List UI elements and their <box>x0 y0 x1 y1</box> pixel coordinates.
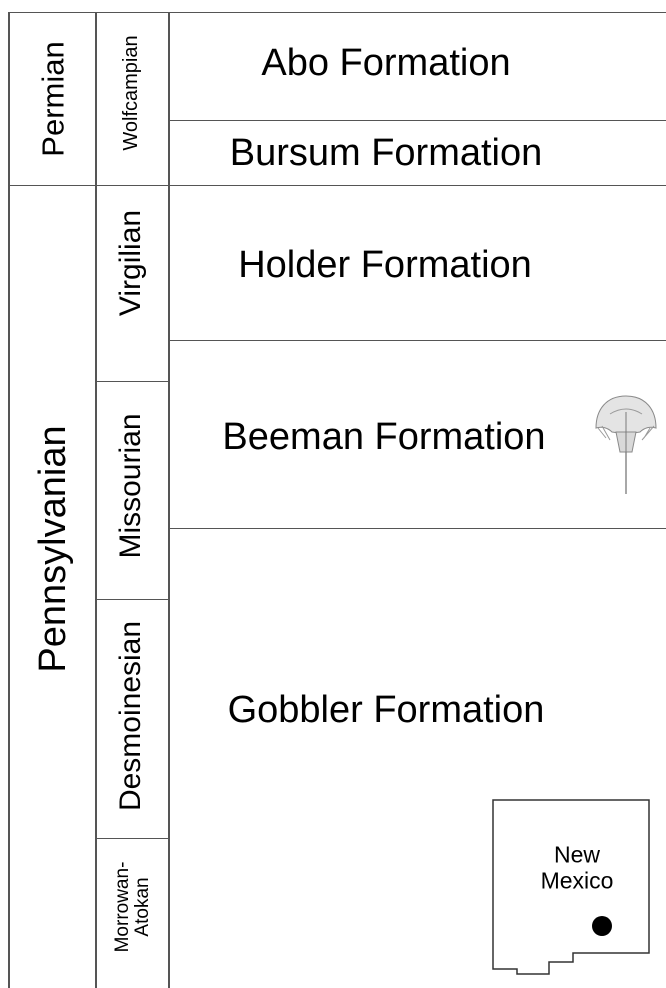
stage-label-morrowan-atokan: Morrowan- Atokan <box>112 861 153 953</box>
map-label-new-mexico: New Mexico <box>540 841 614 894</box>
border-period-stage <box>95 12 97 988</box>
location-dot <box>592 916 612 936</box>
abo-bursum-boundary <box>168 120 666 121</box>
formation-label-gobbler: Gobbler Formation <box>227 689 545 731</box>
period-boundary <box>8 185 666 186</box>
missourian-desmoinesian-boundary <box>95 599 168 600</box>
stage-label-wolfcampian: Wolfcampian <box>120 35 142 151</box>
stage-label-virgilian: Virgilian <box>114 209 147 317</box>
desmoinesian-morrowan-boundary <box>95 838 168 839</box>
formation-label-holder: Holder Formation <box>238 244 532 286</box>
stage-label-missourian: Missourian <box>114 413 147 559</box>
new-mexico-map <box>492 799 650 975</box>
holder-beeman-boundary <box>168 340 666 341</box>
horseshoe-crab-fossil-icon <box>595 395 657 494</box>
virgilian-missourian-boundary <box>95 381 168 382</box>
beeman-gobbler-boundary <box>168 528 666 529</box>
border-top <box>8 12 666 13</box>
border-left <box>8 12 10 988</box>
stage-label-desmoinesian: Desmoinesian <box>114 620 147 812</box>
period-label-pennsylvanian: Pennsylvanian <box>32 425 74 673</box>
formation-label-abo: Abo Formation <box>261 42 511 84</box>
formation-label-beeman: Beeman Formation <box>222 416 546 458</box>
border-stage-formation <box>168 12 170 988</box>
period-label-permian: Permian <box>35 41 71 157</box>
formation-label-bursum: Bursum Formation <box>229 132 543 174</box>
